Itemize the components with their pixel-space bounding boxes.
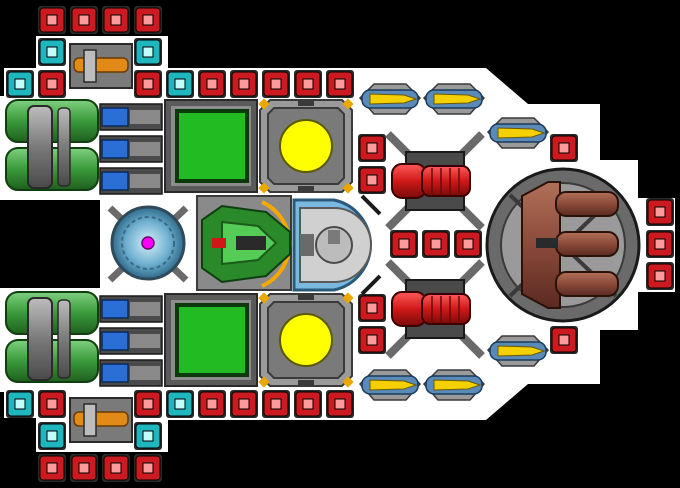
armor-block <box>550 134 578 162</box>
thrusters <box>69 43 163 443</box>
armor-block <box>134 454 162 482</box>
armor-block <box>358 166 386 194</box>
armor-block <box>102 6 130 34</box>
armor-block <box>550 326 578 354</box>
armor-layer <box>6 6 674 482</box>
armor-block <box>358 134 386 162</box>
armor-block <box>646 230 674 258</box>
armor-block <box>102 454 130 482</box>
thruster-nozzle <box>99 167 163 195</box>
command-screen-bottom <box>164 293 258 387</box>
armor-block <box>358 326 386 354</box>
armor-block <box>358 294 386 322</box>
armor-block <box>294 70 322 98</box>
fuel-tank-pair <box>5 99 99 191</box>
armor-block <box>198 390 226 418</box>
shield-block <box>38 38 66 66</box>
railgun-turret <box>422 369 486 401</box>
railgun-turret <box>486 335 550 367</box>
armor-block <box>134 390 162 418</box>
armor-block <box>262 70 290 98</box>
railgun-turret <box>486 117 550 149</box>
shield-block <box>134 422 162 450</box>
fuel-tank-pair <box>5 291 99 383</box>
reactor-pipe <box>69 397 133 443</box>
heavy-artillery <box>485 167 641 323</box>
shield-block <box>134 38 162 66</box>
reactor-pipe <box>69 43 133 89</box>
armor-block <box>198 70 226 98</box>
energy-core <box>258 292 354 388</box>
railgun-turret <box>422 83 486 115</box>
armor-block <box>38 454 66 482</box>
armor-block <box>294 390 322 418</box>
armor-block <box>646 262 674 290</box>
thruster-nozzle <box>99 135 163 163</box>
thruster-nozzle <box>99 327 163 355</box>
armor-block <box>70 6 98 34</box>
shield-block <box>38 422 66 450</box>
armor-block <box>326 390 354 418</box>
hull-joints <box>360 194 382 296</box>
energy-core <box>258 98 354 194</box>
red-cannons <box>385 131 485 359</box>
red-cannon <box>385 131 485 231</box>
command-screen-top <box>164 99 258 193</box>
warp-core <box>100 200 196 290</box>
thruster-nozzle <box>99 359 163 387</box>
armor-block <box>134 70 162 98</box>
railgun-turret <box>358 83 422 115</box>
armor-block <box>422 230 450 258</box>
red-cannon <box>385 259 485 359</box>
railgun-turrets <box>358 83 550 401</box>
energy-cores <box>258 98 354 388</box>
shield-block <box>166 390 194 418</box>
shield-block <box>6 70 34 98</box>
armor-block <box>230 390 258 418</box>
cockpit <box>196 195 292 291</box>
shield-block <box>166 70 194 98</box>
armor-block <box>390 230 418 258</box>
armor-block <box>646 198 674 226</box>
armor-block <box>38 6 66 34</box>
armor-block <box>262 390 290 418</box>
armor-block <box>38 70 66 98</box>
armor-block <box>230 70 258 98</box>
armor-block <box>38 390 66 418</box>
thruster-nozzle <box>99 103 163 131</box>
railgun-turret <box>358 369 422 401</box>
armor-block <box>326 70 354 98</box>
armor-block <box>70 454 98 482</box>
fuel-tanks <box>5 99 99 383</box>
thruster-nozzle <box>99 295 163 323</box>
armor-block <box>134 6 162 34</box>
shield-generator <box>292 198 372 292</box>
shield-block <box>6 390 34 418</box>
armor-block <box>454 230 482 258</box>
